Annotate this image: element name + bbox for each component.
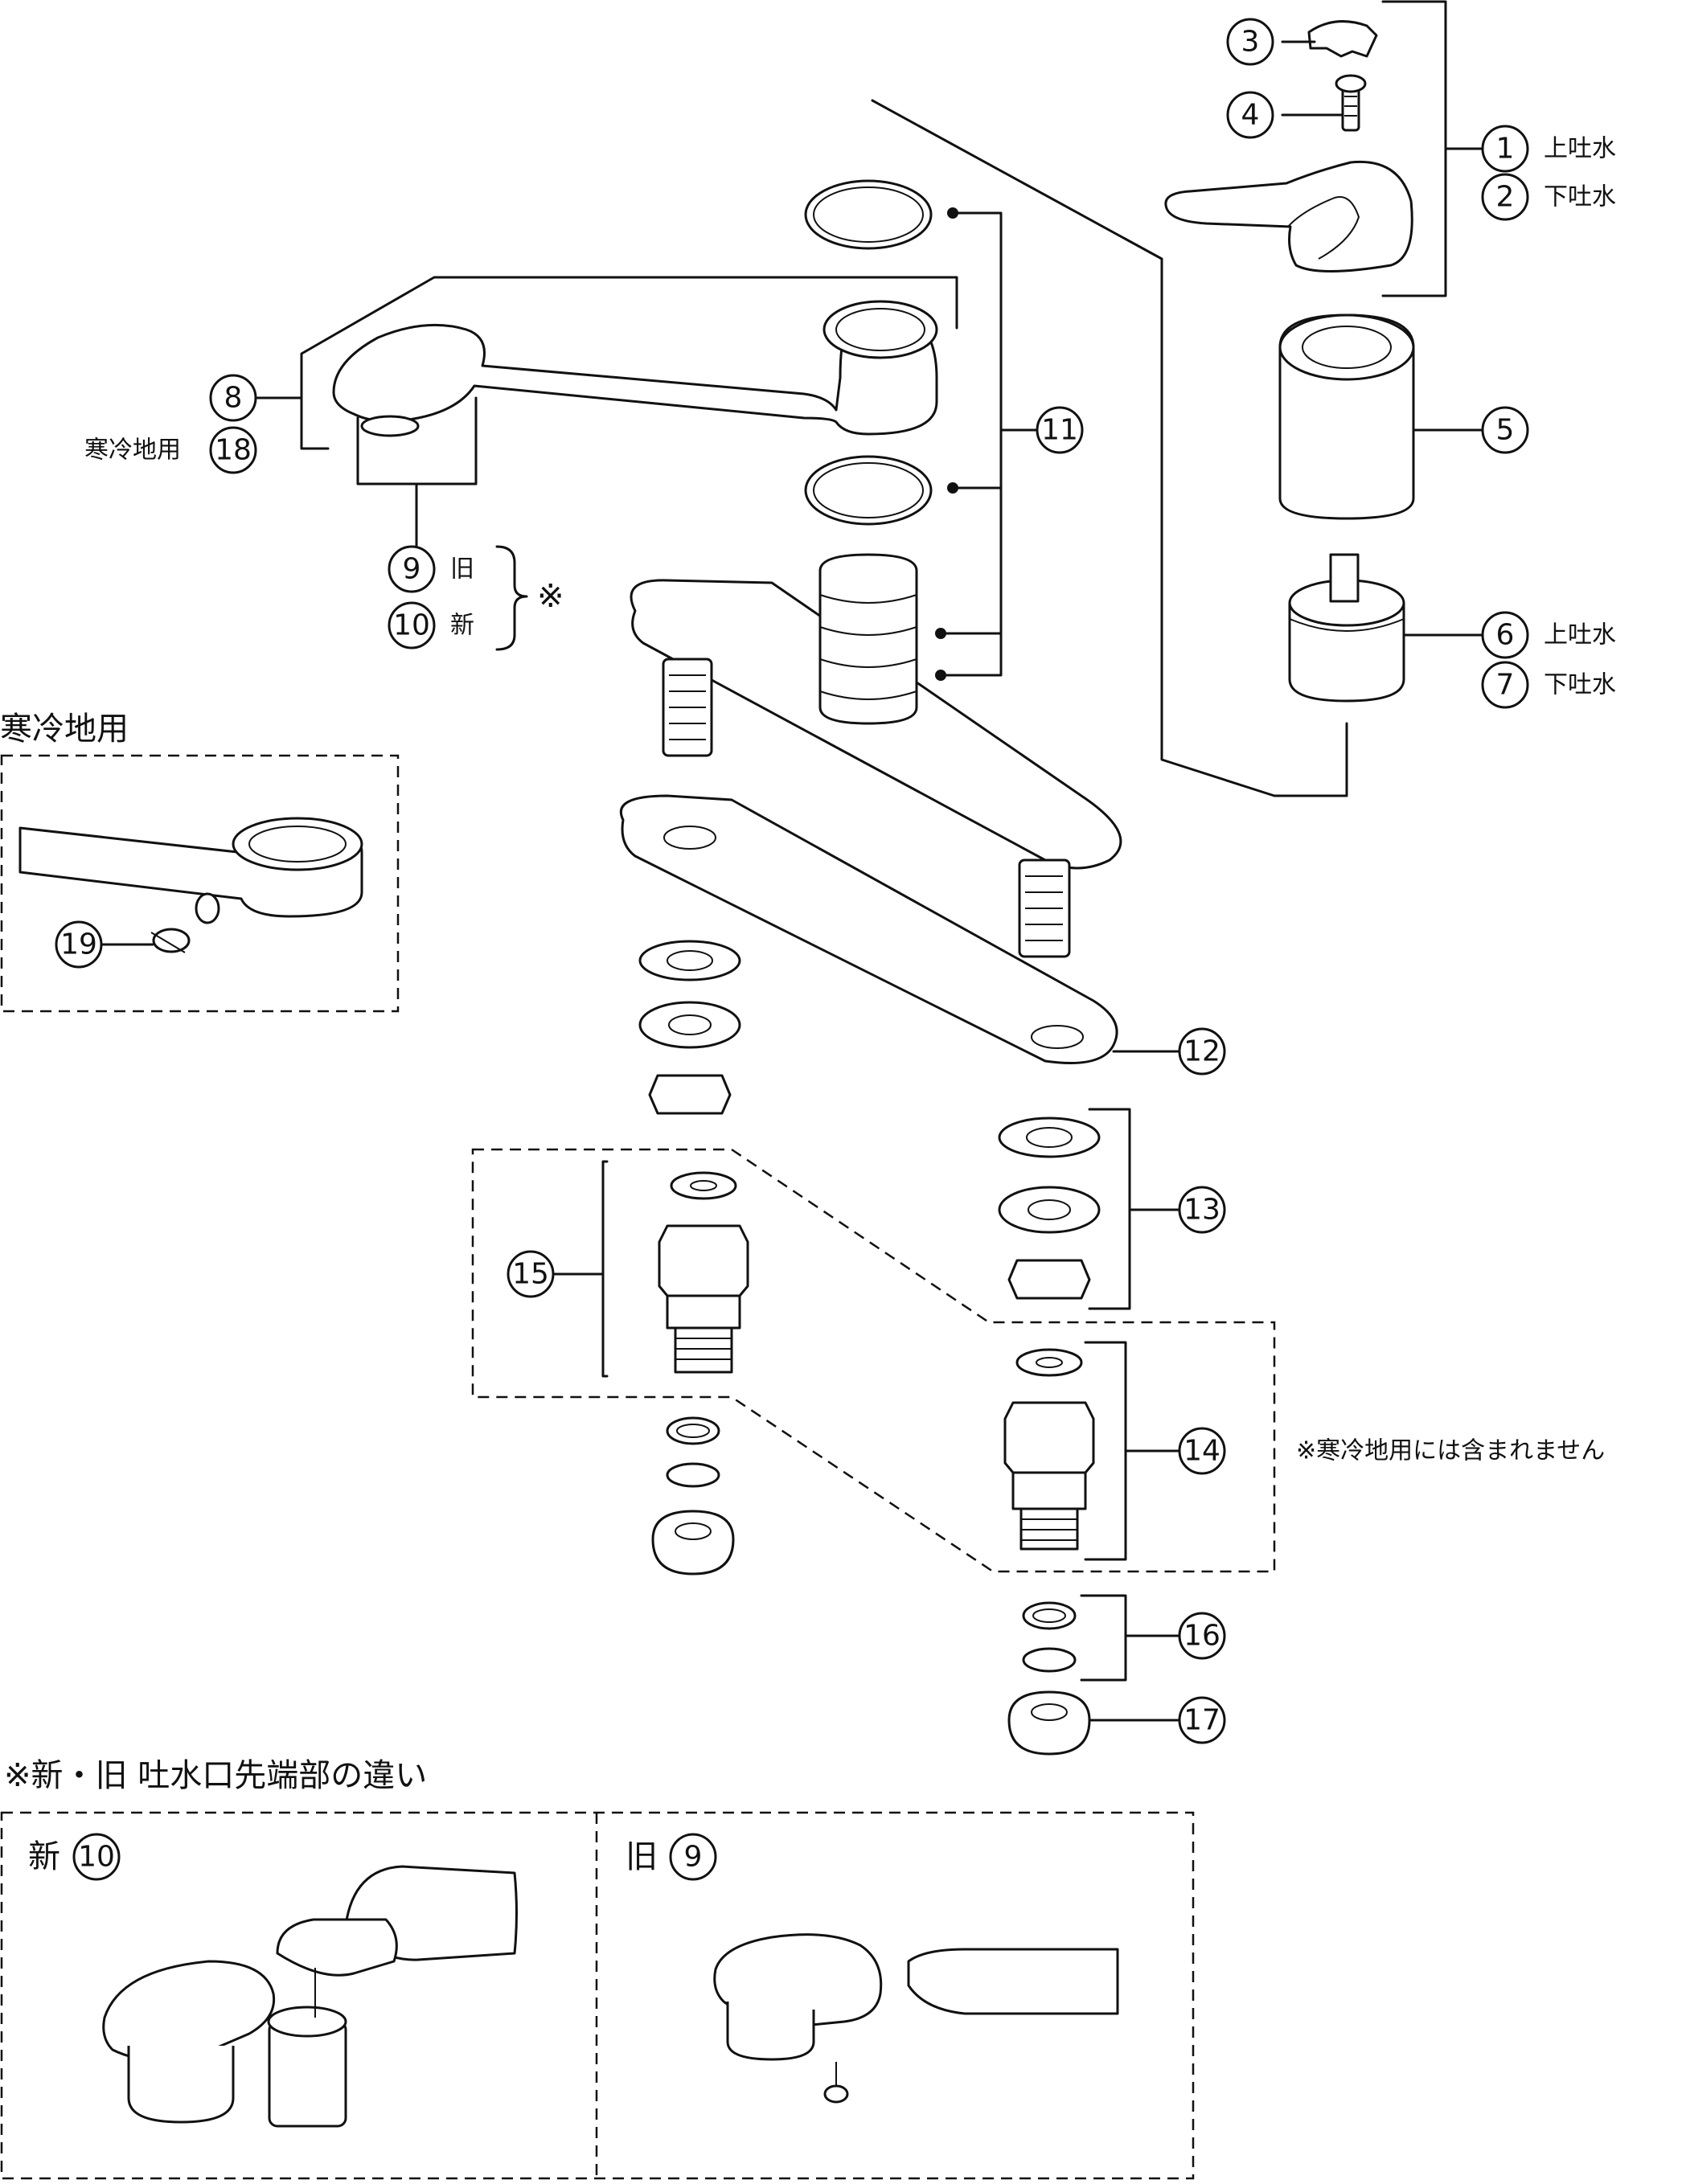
svg-text:13: 13 [1183, 1194, 1220, 1227]
svg-text:9: 9 [403, 553, 421, 586]
handle-screw-part-4 [1335, 74, 1367, 132]
cold-region-exclusion-box [471, 1148, 1276, 1573]
right-washers-nut-part-13 [998, 1117, 1101, 1300]
svg-text:1: 1 [1496, 133, 1515, 166]
callout-1: 1 [1481, 125, 1529, 173]
svg-text:3: 3 [1241, 26, 1260, 59]
spout-bracket [300, 276, 958, 450]
valve-body-and-mount [630, 553, 1122, 958]
inset-old-callout-9: 9 [669, 1833, 717, 1881]
body-cover-part-5 [1278, 313, 1415, 520]
label-upper-spout-1: 上吐水 [1544, 135, 1616, 163]
inset-new-callout-10: 10 [72, 1833, 121, 1881]
callout-4: 4 [1226, 91, 1274, 139]
callout-10: 10 [388, 601, 436, 649]
svg-text:9: 9 [684, 1841, 703, 1874]
callout-2: 2 [1481, 173, 1529, 221]
fitting-part-14 [1003, 1348, 1095, 1551]
callout-7: 7 [1481, 661, 1529, 709]
label-old-9: 旧 [450, 555, 474, 584]
svg-text:2: 2 [1496, 181, 1515, 214]
spout-diff-inset-title: ※新・旧 吐水口先端部の違い [4, 1757, 427, 1794]
svg-text:7: 7 [1496, 669, 1515, 702]
svg-text:19: 19 [60, 928, 97, 961]
left-washers-nut [638, 940, 741, 1115]
svg-text:18: 18 [215, 434, 252, 467]
brace-icon [495, 545, 528, 651]
svg-text:16: 16 [1183, 1620, 1220, 1653]
callout-14: 14 [1178, 1427, 1226, 1475]
svg-text:14: 14 [1183, 1435, 1220, 1468]
inset-old-label: 旧 [626, 1838, 658, 1875]
callout-3: 3 [1226, 18, 1274, 66]
label-new-10: 新 [450, 612, 474, 640]
seal-rings-part-16 [1022, 1601, 1077, 1673]
left-seal-rings-nut [651, 1416, 735, 1576]
callout-17: 17 [1178, 1696, 1226, 1744]
label-lower-spout-2: 下吐水 [1544, 183, 1616, 211]
svg-text:10: 10 [393, 609, 430, 642]
asterisk-mark: ※ [537, 578, 564, 615]
label-upper-spout-6: 上吐水 [1544, 621, 1616, 649]
svg-text:15: 15 [512, 1258, 549, 1291]
lever-handle-part-1-2 [1164, 160, 1413, 272]
svg-text:4: 4 [1241, 99, 1260, 132]
callout-9: 9 [388, 545, 436, 593]
o-ring-upper [804, 179, 933, 250]
callout-15: 15 [507, 1250, 555, 1298]
svg-text:6: 6 [1496, 619, 1515, 652]
base-gasket-part-12 [619, 794, 1118, 1064]
svg-text:10: 10 [78, 1841, 115, 1874]
label-lower-spout-7: 下吐水 [1544, 671, 1616, 699]
svg-text:11: 11 [1041, 414, 1078, 447]
spout-part-8 [332, 300, 938, 437]
callout-19: 19 [55, 920, 103, 969]
callout-11: 11 [1036, 406, 1084, 454]
cold-region-note: ※寒冷地用には含まれません [1296, 1437, 1605, 1465]
callout-8: 8 [209, 374, 257, 422]
cartridge-part-6-7 [1288, 553, 1405, 703]
callout-6: 6 [1481, 611, 1529, 659]
cold-spout-drawing [18, 817, 363, 924]
cartridge-leader-line [871, 99, 1348, 797]
svg-text:17: 17 [1183, 1704, 1220, 1737]
cold-region-inset-box [0, 754, 400, 1013]
callout-13: 13 [1178, 1186, 1226, 1234]
o-ring-lower [804, 455, 933, 526]
callout-16: 16 [1178, 1612, 1226, 1660]
label-cold-region-18: 寒冷地用 [84, 436, 181, 465]
callout-18: 18 [209, 426, 257, 474]
callout-12: 12 [1178, 1027, 1226, 1076]
cap-nut-part-17 [1007, 1690, 1091, 1756]
old-spout-tip-drawing [713, 1933, 1119, 2104]
drain-plug-part-19 [150, 928, 191, 953]
svg-text:12: 12 [1183, 1035, 1220, 1068]
new-spout-tip-drawing [102, 1865, 518, 2128]
fitting-part-15 [658, 1171, 749, 1374]
handle-cap-part-3 [1307, 20, 1378, 58]
cold-region-inset-title: 寒冷地用 [0, 711, 129, 748]
inset-new-label: 新 [28, 1838, 60, 1875]
svg-text:8: 8 [224, 382, 243, 415]
callout-5: 5 [1481, 406, 1529, 454]
svg-text:5: 5 [1496, 414, 1515, 447]
